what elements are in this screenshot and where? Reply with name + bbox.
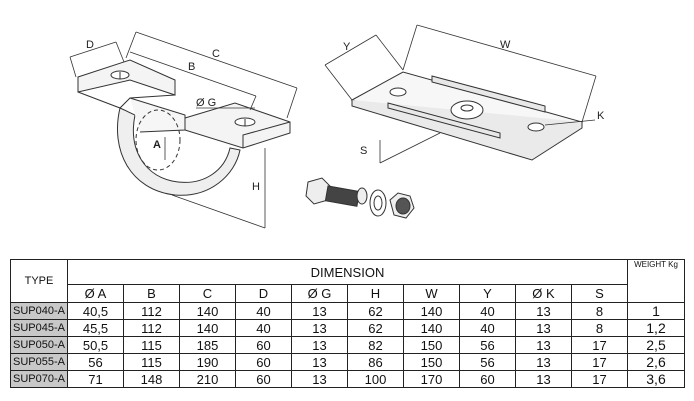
value-cell: 17 <box>571 336 628 354</box>
weight-cell: 1 <box>627 302 685 320</box>
value-cell: 170 <box>403 370 460 388</box>
value-cell: 13 <box>291 353 348 371</box>
label-w: W <box>500 39 511 51</box>
col-header: Ø G <box>291 284 348 303</box>
label-d: D <box>86 39 94 51</box>
label-h: H <box>252 181 260 193</box>
weight-cell: 3,6 <box>627 370 685 388</box>
value-cell: 13 <box>291 370 348 388</box>
type-cell: SUP040-A <box>10 302 68 320</box>
technical-drawing: D C B Ø G A H Y W K S <box>69 24 605 229</box>
value-cell: 13 <box>515 319 572 337</box>
dimension-table: TYPE DIMENSION WEIGHT Kg Ø A B C D Ø G H… <box>10 259 685 388</box>
value-cell: 13 <box>291 336 348 354</box>
label-g: Ø G <box>196 97 216 109</box>
dimension-header: DIMENSION <box>67 259 628 285</box>
column-header-row: Ø A B C D Ø G H W Y Ø K S <box>11 284 685 303</box>
value-cell: 56 <box>459 336 516 354</box>
value-cell: 190 <box>179 353 236 371</box>
value-cell: 140 <box>179 319 236 337</box>
value-cell: 40,5 <box>67 302 124 320</box>
label-s: S <box>360 145 367 157</box>
weight-cell: 1,2 <box>627 319 685 337</box>
type-cell: SUP045-A <box>10 319 68 337</box>
value-cell: 13 <box>291 319 348 337</box>
type-cell: SUP070-A <box>10 370 68 388</box>
value-cell: 140 <box>403 319 460 337</box>
nut-drawing <box>389 192 415 219</box>
value-cell: 100 <box>347 370 404 388</box>
value-cell: 150 <box>403 336 460 354</box>
value-cell: 150 <box>403 353 460 371</box>
value-cell: 56 <box>459 353 516 371</box>
table-row: SUP070-A 71 148 210 60 13 100 170 60 13 … <box>10 370 685 388</box>
label-a: A <box>153 139 161 151</box>
value-cell: 8 <box>571 319 628 337</box>
col-header: Ø A <box>67 284 124 303</box>
value-cell: 40 <box>235 302 292 320</box>
label-y: Y <box>343 41 351 53</box>
col-header: B <box>123 284 180 303</box>
value-cell: 13 <box>515 353 572 371</box>
type-cell: SUP050-A <box>10 336 68 354</box>
washer-drawing <box>369 189 387 217</box>
value-cell: 210 <box>179 370 236 388</box>
value-cell: 50,5 <box>67 336 124 354</box>
col-header: D <box>235 284 292 303</box>
value-cell: 60 <box>235 353 292 371</box>
table-row: SUP040-A 40,5 112 140 40 13 62 140 40 13… <box>10 302 685 320</box>
value-cell: 40 <box>459 302 516 320</box>
value-cell: 62 <box>347 302 404 320</box>
col-header: C <box>179 284 236 303</box>
value-cell: 140 <box>179 302 236 320</box>
value-cell: 13 <box>291 302 348 320</box>
value-cell: 62 <box>347 319 404 337</box>
type-header: TYPE <box>10 259 68 303</box>
value-cell: 60 <box>235 336 292 354</box>
type-cell: SUP055-A <box>10 353 68 371</box>
value-cell: 112 <box>123 302 180 320</box>
value-cell: 17 <box>571 353 628 371</box>
value-cell: 82 <box>347 336 404 354</box>
col-header: Ø K <box>515 284 572 303</box>
value-cell: 86 <box>347 353 404 371</box>
col-header: S <box>571 284 628 303</box>
base-plate-drawing <box>350 71 584 161</box>
table-row: SUP050-A 50,5 115 185 60 13 82 150 56 13… <box>10 336 685 354</box>
weight-cell: 2,6 <box>627 353 685 371</box>
weight-cell: 2,5 <box>627 336 685 354</box>
value-cell: 17 <box>571 370 628 388</box>
plate-dimension-lines <box>324 24 597 164</box>
bolt-drawing <box>305 177 368 207</box>
value-cell: 13 <box>515 336 572 354</box>
value-cell: 13 <box>515 302 572 320</box>
col-header: W <box>403 284 460 303</box>
col-header: H <box>347 284 404 303</box>
pipe-support-drawing <box>77 59 291 196</box>
value-cell: 45,5 <box>67 319 124 337</box>
value-cell: 115 <box>123 336 180 354</box>
value-cell: 148 <box>123 370 180 388</box>
support-dimension-lines <box>69 31 298 229</box>
col-header: Y <box>459 284 516 303</box>
table-row: SUP055-A 56 115 190 60 13 86 150 56 13 1… <box>10 353 685 371</box>
label-k: K <box>597 110 605 122</box>
value-cell: 185 <box>179 336 236 354</box>
value-cell: 71 <box>67 370 124 388</box>
label-c: C <box>212 48 220 60</box>
value-cell: 56 <box>67 353 124 371</box>
value-cell: 40 <box>459 319 516 337</box>
table-row: SUP045-A 45,5 112 140 40 13 62 140 40 13… <box>10 319 685 337</box>
value-cell: 115 <box>123 353 180 371</box>
value-cell: 60 <box>235 370 292 388</box>
value-cell: 112 <box>123 319 180 337</box>
weight-header: WEIGHT Kg <box>627 259 685 303</box>
value-cell: 8 <box>571 302 628 320</box>
value-cell: 40 <box>235 319 292 337</box>
table-header-row: TYPE DIMENSION WEIGHT Kg <box>10 259 685 303</box>
value-cell: 140 <box>403 302 460 320</box>
label-b: B <box>188 61 195 73</box>
value-cell: 60 <box>459 370 516 388</box>
value-cell: 13 <box>515 370 572 388</box>
